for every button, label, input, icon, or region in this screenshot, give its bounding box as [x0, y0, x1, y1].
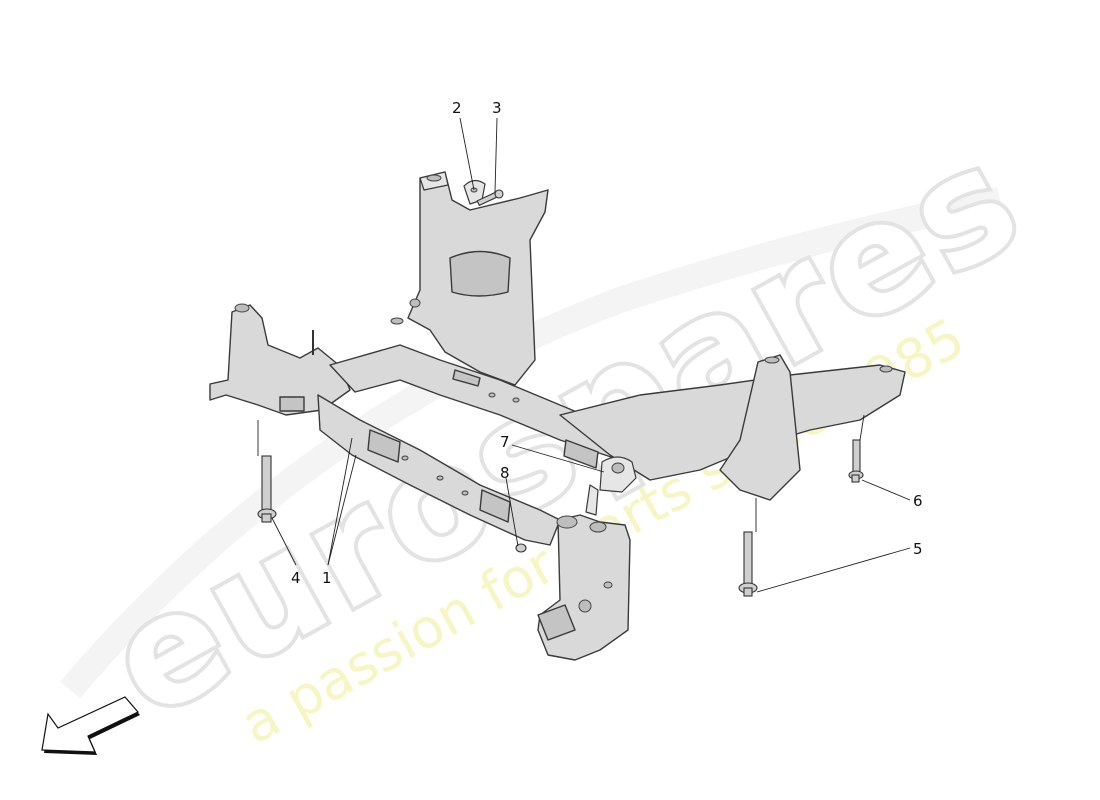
callout-1[interactable]: 1 — [322, 569, 332, 587]
bolt-6-icon — [848, 439, 864, 483]
callout-5[interactable]: 5 — [913, 540, 923, 558]
callout-7[interactable]: 7 — [500, 433, 510, 451]
bolt-3-icon — [476, 189, 504, 207]
leader-lines — [257, 117, 911, 593]
direction-arrow-icon — [41, 696, 140, 755]
callout-4[interactable]: 4 — [291, 569, 301, 587]
bolt-4-icon — [257, 455, 277, 523]
front-subframe — [209, 171, 906, 661]
callout-2[interactable]: 2 — [452, 99, 462, 117]
callout-8[interactable]: 8 — [500, 464, 510, 482]
callout-6[interactable]: 6 — [913, 492, 923, 510]
callouts: 1 2 3 4 5 6 7 8 — [291, 99, 923, 587]
bolts — [257, 189, 864, 597]
callout-3[interactable]: 3 — [492, 99, 502, 117]
bolt-5-icon — [738, 531, 758, 597]
bolt-8-icon — [515, 543, 527, 553]
